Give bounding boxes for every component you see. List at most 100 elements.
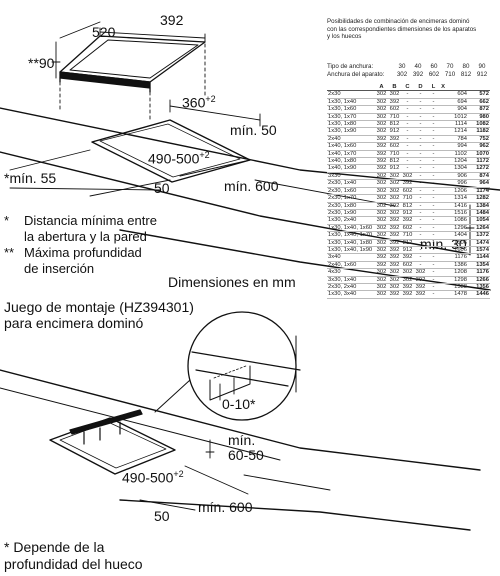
table-header-cell: B: [388, 84, 401, 92]
device-width-302: 302: [396, 70, 408, 78]
table-cell-width: -: [414, 157, 427, 166]
table-cell-cutout: 662: [468, 98, 490, 107]
table-cell-combo: 3x30, 1x40: [327, 276, 375, 284]
dim-kit-cutout-width: 490-500+2: [122, 469, 184, 486]
table-cell-width: [440, 127, 446, 136]
table-header-cell: [446, 84, 468, 92]
table-cell-width: 392: [414, 276, 427, 284]
device-width-392: 392: [412, 70, 424, 78]
table-cell-width: 302: [375, 239, 388, 247]
table-cell-width: -: [427, 202, 440, 210]
table-cell-combo: 1x30, 1x40, 1x70: [327, 231, 375, 240]
dim-appliance-width: 392: [160, 12, 184, 28]
table-cell-width: 710: [401, 231, 414, 240]
table-cell-width: 392: [388, 253, 401, 262]
table-cell-width: 302: [375, 268, 388, 277]
table-cell-width: -: [414, 179, 427, 188]
table-cell-cutout: 1354: [468, 261, 490, 270]
kit-note-line1: Depende de la: [13, 539, 105, 555]
table-cell-width: -: [427, 216, 440, 225]
table-cell-width: 302: [401, 268, 414, 277]
table-header-cell: X: [440, 84, 446, 92]
table-cell-width: 812: [401, 239, 414, 247]
table-cell-width: 302: [375, 209, 388, 218]
table-cell-combo: 1x40, 1x70: [327, 150, 375, 159]
device-width-710: 710: [444, 70, 456, 78]
dim-kit-min-label: mín.: [228, 432, 256, 448]
table-cell-combo: 2x30: [327, 90, 375, 99]
table-cell-width: 302: [375, 231, 388, 240]
table-cell-width: -: [414, 239, 427, 247]
table-cell-width: -: [401, 142, 414, 151]
device-width-912: 912: [476, 70, 488, 78]
table-cell-width: -: [414, 194, 427, 203]
table-cell-width: -: [427, 290, 440, 299]
table-cell-total: 1416: [446, 202, 468, 210]
table-cell-width: -: [414, 105, 427, 114]
table-cell-width: -: [401, 135, 414, 144]
table-cell-width: 302: [375, 172, 388, 181]
table-cell-width: -: [427, 164, 440, 173]
table-cell-cutout: 1082: [468, 120, 490, 129]
device-width-row: Anchura del aparato: 302 392 602 710 812…: [327, 71, 499, 79]
table-cell-combo: 1x30, 1x90: [327, 127, 375, 136]
table-cell-total: 694: [446, 98, 468, 107]
table-cell-cutout: 1384: [468, 202, 490, 210]
table-cell-width: 302: [401, 172, 414, 181]
width-type-90: 90: [478, 63, 486, 70]
table-cell-combo: 1x40, 1x80: [327, 157, 375, 166]
table-cell-combo: 1x30, 1x70: [327, 113, 375, 122]
table-cell-width: -: [401, 113, 414, 122]
table-cell-cutout: 1446: [468, 290, 490, 299]
table-cell-cutout: 1174: [468, 187, 490, 196]
table-cell-total: 1102: [446, 150, 468, 159]
table-cell-width: -: [427, 268, 440, 277]
table-intro-line2: con las correspondientes dimensiones de …: [327, 25, 477, 33]
table-cell-width: -: [401, 90, 414, 99]
table-cell-cutout: 1372: [468, 231, 490, 240]
table-cell-width: 812: [388, 157, 401, 166]
table-cell-width: 302: [388, 179, 401, 188]
table-cell-combo: 2x30, 1x60: [327, 187, 375, 196]
table-cell-cutout: 1484: [468, 209, 490, 218]
table-cell-cutout: 1172: [468, 157, 490, 166]
dim-kit-cutout-width-value: 490-500: [122, 469, 174, 486]
table-cell-width: 710: [388, 113, 401, 122]
table-cell-width: [440, 268, 446, 277]
table-cell-combo: 2x30, 1x90: [327, 209, 375, 218]
table-header-cell: D: [414, 84, 427, 92]
table-header-cell: [327, 84, 375, 92]
table-cell-width: 302: [375, 90, 388, 99]
table-cell-width: [440, 202, 446, 210]
table-cell-width: -: [414, 187, 427, 196]
table-cell-width: -: [414, 98, 427, 107]
table-cell-total: 1204: [446, 157, 468, 166]
width-type-40: 40: [414, 63, 422, 70]
table-cell-width: -: [414, 246, 427, 255]
table-cell-width: -: [427, 113, 440, 122]
table-cell-total: 1388: [446, 283, 468, 292]
table-cell-combo: 1x30, 1x80: [327, 120, 375, 129]
table-header-cell: L: [427, 84, 440, 92]
table-cell-width: 302: [375, 179, 388, 188]
dim-insertion-depth: **90: [28, 55, 55, 71]
table-cell-width: 602: [401, 224, 414, 233]
table-cell-width: 812: [388, 120, 401, 129]
table-cell-width: 302: [388, 209, 401, 218]
table-cell-width: 302: [388, 172, 401, 181]
table-cell-width: 302: [375, 127, 388, 136]
table-cell-total: 604: [446, 90, 468, 99]
dim-50-top: 50: [154, 180, 170, 196]
table-cell-total: 996: [446, 179, 468, 188]
table-cell-width: 392: [401, 253, 414, 262]
